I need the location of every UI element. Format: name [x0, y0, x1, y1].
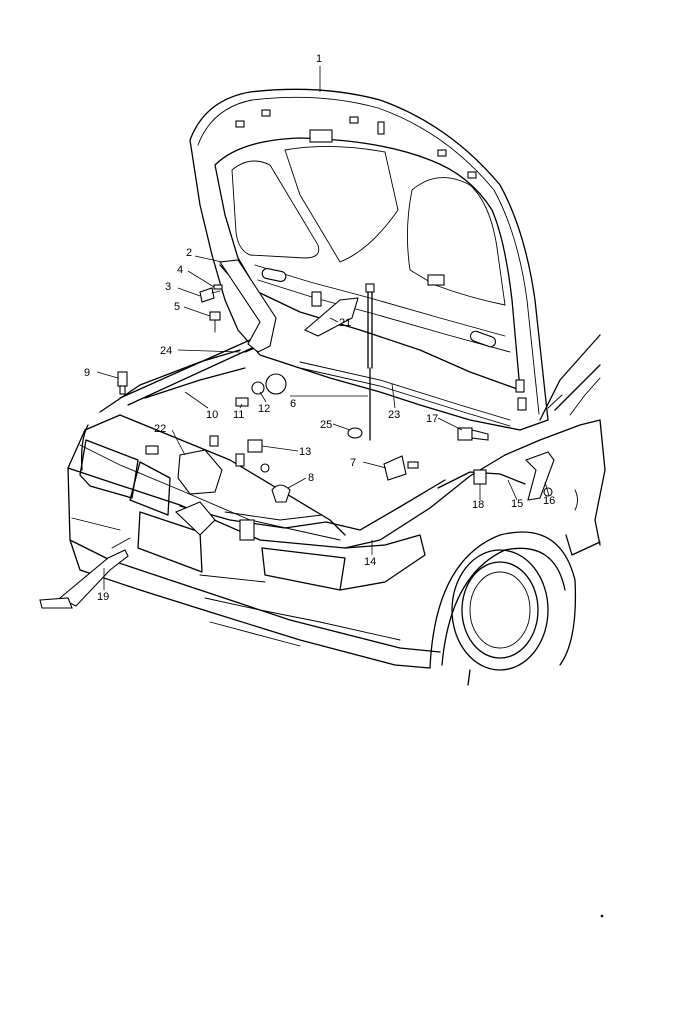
- callout-12: 12: [258, 403, 270, 415]
- car-body: [67, 334, 606, 686]
- small-parts: [39, 259, 555, 609]
- callout-1: 1: [316, 53, 322, 65]
- callout-10: 10: [206, 409, 218, 421]
- callout-16: 16: [543, 495, 555, 507]
- callout-15: 15: [511, 498, 523, 510]
- callout-19: 19: [97, 591, 109, 603]
- callout-24: 24: [160, 345, 172, 357]
- callout-17: 17: [426, 413, 438, 425]
- callout-18: 18: [472, 499, 484, 511]
- callout-6: 6: [290, 398, 296, 410]
- callout-25: 25: [320, 419, 332, 431]
- hood-panel: [189, 88, 549, 431]
- callout-11: 11: [233, 409, 244, 421]
- callout-22: 22: [154, 423, 166, 435]
- callout-8: 8: [308, 472, 314, 484]
- callout-21: 21: [339, 317, 351, 329]
- stray-dot: [600, 914, 604, 918]
- callout-4: 4: [177, 264, 183, 276]
- callout-23: 23: [388, 409, 400, 421]
- callout-2: 2: [186, 247, 192, 259]
- seal-strip: [299, 361, 511, 421]
- callout-3: 3: [165, 281, 171, 293]
- callout-labels: 1 2 4 3 5 21 24 9 10 11 12 6 23 25 22 13…: [84, 53, 555, 603]
- seal-strip-lower: [299, 367, 511, 427]
- callout-9: 9: [84, 367, 90, 379]
- callout-7: 7: [350, 457, 356, 469]
- leader-lines: [96, 66, 550, 590]
- hood-gas-strut: [365, 283, 375, 441]
- callout-14: 14: [364, 556, 376, 568]
- callout-13: 13: [299, 446, 311, 458]
- callout-5: 5: [174, 301, 180, 313]
